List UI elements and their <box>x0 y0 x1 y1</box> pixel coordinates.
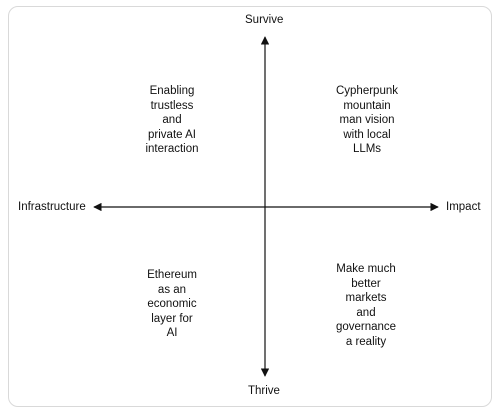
quadrant-line: markets <box>345 292 387 304</box>
quadrant-line: economic <box>147 298 197 310</box>
quadrant-line: Make much <box>336 263 396 275</box>
axis-label-left: Infrastructure <box>18 201 86 213</box>
axis-label-right: Impact <box>446 201 481 213</box>
quadrant-line: with local <box>343 128 391 141</box>
quadrant-top-right: Cypherpunk mountain man vision with loca… <box>322 84 412 157</box>
quadrant-bottom-right: Make much better markets and governance … <box>318 262 414 349</box>
diagram-frame <box>8 6 492 407</box>
axis-label-top: Survive <box>245 14 284 26</box>
quadrant-bottom-left: Ethereum as an economic layer for AI <box>130 268 214 341</box>
quadrant-line: Cypherpunk <box>335 85 398 97</box>
quadrant-line: as an <box>157 283 187 296</box>
quadrant-line: LLMs <box>352 143 382 155</box>
quadrant-line: mountain <box>343 99 391 112</box>
quadrant-line: governance <box>335 321 397 333</box>
quadrant-line: interaction <box>145 143 199 155</box>
quadrant-line: AI <box>166 327 178 339</box>
quadrant-line: private AI <box>148 128 196 141</box>
quadrant-line: a reality <box>345 335 387 348</box>
quadrant-line: and <box>162 114 182 126</box>
quadrant-line: layer for <box>151 312 193 325</box>
quadrant-line: better <box>351 277 381 290</box>
quadrant-top-left: Enabling trustless and private AI intera… <box>130 84 214 157</box>
quadrant-line: trustless <box>150 99 194 112</box>
quadrant-line: and <box>356 306 376 319</box>
quadrant-line: Enabling <box>149 85 195 97</box>
quadrant-line: man vision <box>339 114 395 126</box>
quadrant-line: Ethereum <box>147 269 197 281</box>
axis-label-bottom: Thrive <box>248 385 280 397</box>
